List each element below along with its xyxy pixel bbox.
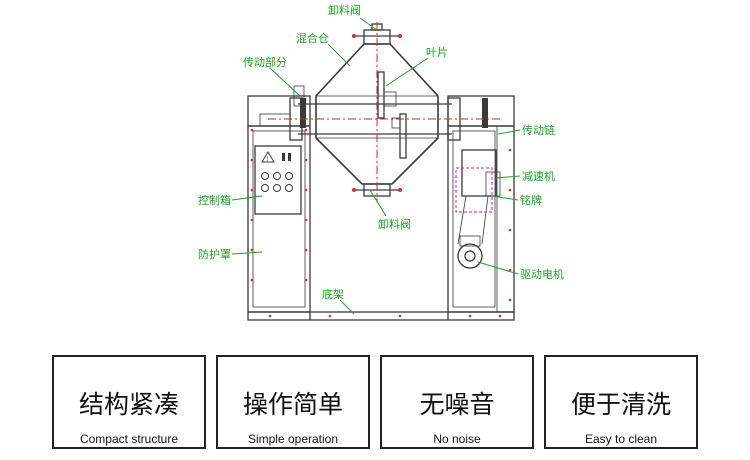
- feature-title: 便于清洗: [570, 390, 671, 419]
- feature-card-noise: 无噪音 No noise: [380, 355, 534, 449]
- control-panel: !: [261, 151, 293, 192]
- right-top-housing: [447, 95, 515, 127]
- transmission-chain-guard: [496, 125, 515, 313]
- label-protective-cover: 防护罩: [198, 247, 231, 261]
- feature-title: 结构紧凑: [78, 390, 179, 419]
- control-box: [254, 145, 302, 215]
- label-reducer: 减速机: [522, 169, 555, 183]
- reducer: [461, 149, 497, 197]
- label-control-box: 控制箱: [198, 193, 231, 207]
- label-blade: 叶片: [426, 46, 448, 59]
- protective-cover-right: [447, 125, 515, 313]
- feature-subtitle: No noise: [433, 432, 481, 446]
- label-nameplate: 铭牌: [520, 193, 542, 207]
- label-drive-motor: 驱动电机: [520, 267, 564, 281]
- mixing-chamber: [315, 43, 439, 185]
- label-mixing-chamber: 混合仓: [296, 31, 329, 45]
- blade-lower: [399, 113, 407, 159]
- feature-subtitle: Easy to clean: [584, 432, 658, 446]
- label-base-frame: 底架: [322, 287, 344, 301]
- feature-row: 结构紧凑 Compact structure 操作简单 Simple opera…: [52, 355, 708, 451]
- drive-motor: [457, 243, 483, 269]
- blade-upper: [377, 71, 385, 119]
- label-discharge-valve-top: 卸料阀: [328, 3, 361, 17]
- feature-card-compact: 结构紧凑 Compact structure: [52, 355, 206, 449]
- feature-title: 操作简单: [242, 390, 343, 419]
- label-transmission-chain: 传动链: [522, 123, 555, 137]
- mixer-diagram: ! 卸料阀 混合仓 传动部分 叶片 传动链 减速机 铭牌 控制箱 防护罩 卸料阀…: [198, 3, 564, 321]
- base-frame-beam: [247, 311, 515, 321]
- label-discharge-valve-bottom: 卸料阀: [378, 217, 411, 231]
- feature-title: 无噪音: [419, 390, 495, 419]
- feature-subtitle: Simple operation: [247, 432, 339, 446]
- feature-card-clean: 便于清洗 Easy to clean: [544, 355, 698, 449]
- feature-card-simple: 操作简单 Simple operation: [216, 355, 370, 449]
- label-transmission-part: 传动部分: [243, 55, 287, 69]
- feature-subtitle: Compact structure: [79, 432, 179, 446]
- nameplate-outline: [455, 167, 493, 213]
- svg-text:!: !: [266, 156, 268, 163]
